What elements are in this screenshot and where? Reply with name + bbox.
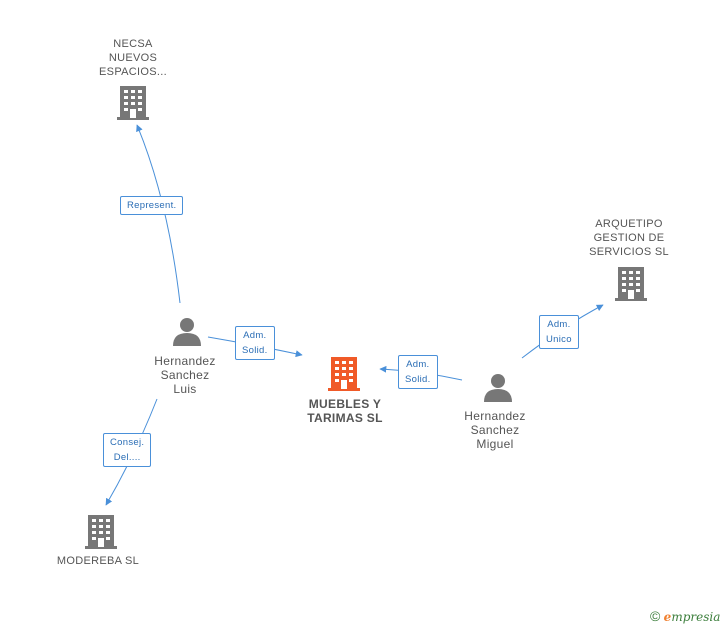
node-label-muebles[interactable]: MUEBLES Y TARIMAS SL (307, 397, 383, 425)
edge-label-represent[interactable]: Represent. (120, 196, 184, 215)
building-icon[interactable] (85, 514, 117, 550)
node-label-luis[interactable]: Hernandez Sanchez Luis (154, 354, 216, 396)
building-icon[interactable] (615, 266, 647, 302)
node-label-miguel[interactable]: Hernandez Sanchez Miguel (464, 409, 526, 451)
building-icon[interactable] (117, 85, 149, 121)
edge-label-adm-solid-luis[interactable]: Adm. Solid. (235, 326, 275, 360)
building-icon-main[interactable] (328, 356, 360, 392)
footer-brand: © empresia (650, 608, 720, 624)
edge-label-adm-solid-miguel[interactable]: Adm. Solid. (398, 355, 438, 389)
node-label-necsa[interactable]: NECSA NUEVOS ESPACIOS... (99, 38, 167, 78)
edge-label-adm-unico[interactable]: Adm. Unico (539, 315, 579, 349)
empresia-logo: empresia (663, 610, 721, 624)
person-icon[interactable] (483, 372, 513, 402)
node-label-arquetipo[interactable]: ARQUETIPO GESTION DE SERVICIOS SL (589, 218, 669, 258)
copyright-icon: © (650, 608, 661, 624)
node-label-modereba[interactable]: MODEREBA SL (56, 555, 140, 567)
edge-label-consej[interactable]: Consej. Del.... (103, 433, 152, 467)
person-icon[interactable] (172, 316, 202, 346)
